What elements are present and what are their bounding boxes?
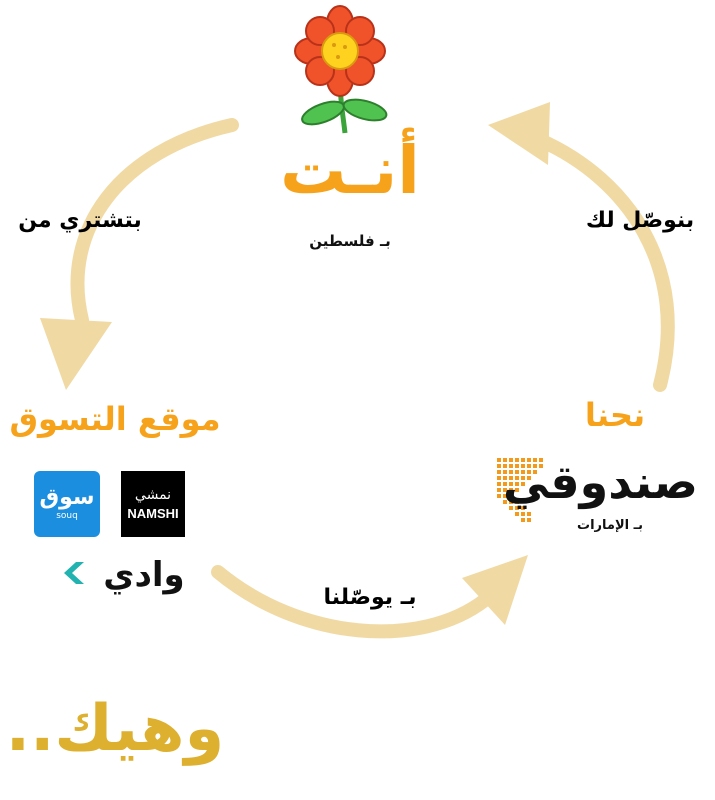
- namshi-logo: نمشي NAMSHI: [121, 471, 185, 537]
- wadi-chevron-icon: [64, 562, 84, 584]
- label-deliver-to-you: بنوصّل لك: [585, 208, 695, 233]
- arrow-to-sanduqi: [211, 565, 492, 639]
- souq-logo: سوق souq: [34, 471, 100, 537]
- wadi-logo-text: وادي: [103, 555, 185, 595]
- you-location: بـ فلسطين: [309, 232, 391, 250]
- souq-logo-arabic: سوق: [39, 485, 95, 510]
- arrow-to-you: [533, 133, 675, 392]
- footer-text: وهيك..: [5, 692, 225, 766]
- you-title: أنـت: [280, 132, 420, 209]
- arrow-to-shop: [70, 118, 239, 327]
- arrow-to-you-head: [488, 102, 550, 165]
- souq-logo-english: souq: [56, 511, 78, 521]
- flower-icon: [294, 5, 388, 134]
- wadi-logo: وادي: [60, 552, 200, 598]
- namshi-logo-english: NAMSHI: [127, 506, 179, 521]
- sanduqi-location: بـ الإمارات: [577, 518, 643, 533]
- sanduqi-dots-icon: [497, 458, 543, 522]
- label-buy-from: بتشتري من: [18, 208, 142, 233]
- arrow-to-sanduqi-head: [462, 555, 528, 625]
- label-via-us: بـ يوصّلنا: [323, 585, 417, 610]
- namshi-logo-arabic: نمشي: [134, 487, 172, 503]
- sanduqi-brand: صندوقي: [502, 455, 698, 509]
- shopping-site-title: موقع التسوق: [9, 400, 221, 438]
- arrow-to-shop-head: [40, 318, 112, 390]
- we-title: نحنا: [584, 396, 646, 434]
